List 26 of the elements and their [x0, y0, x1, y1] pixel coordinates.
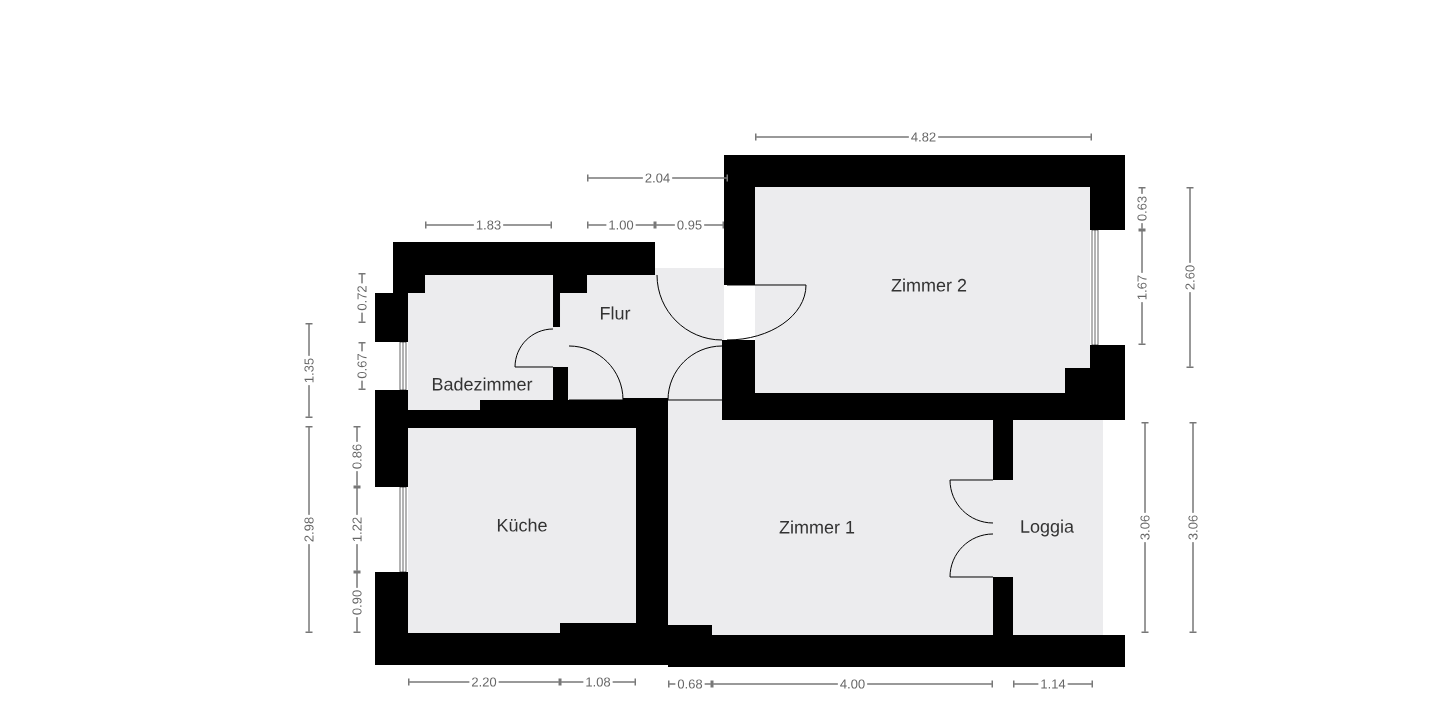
dimension-label: 0.63 [1135, 193, 1149, 224]
dimension-label: 2.20 [469, 675, 499, 689]
dimension-label: 1.00 [606, 218, 636, 232]
dimension-label: 1.08 [583, 675, 613, 689]
dimension-label: 0.95 [674, 218, 705, 232]
dimension-label: 4.82 [908, 130, 939, 144]
room: Zimmer 1 [668, 400, 993, 635]
dimension-label: 0.90 [350, 587, 364, 618]
dimension-label: 1.35 [302, 355, 316, 386]
dimension-label: 3.06 [1138, 512, 1152, 543]
room: Küche [408, 428, 636, 633]
dimension-label: 4.00 [837, 677, 868, 691]
dimension-label: 2.98 [302, 514, 316, 545]
dimension-label: 2.60 [1183, 262, 1197, 293]
dimension-label: 1.67 [1135, 272, 1149, 303]
dimension-label: 0.68 [675, 677, 705, 691]
dimension-label: 0.72 [355, 283, 369, 313]
dimension-label: 1.22 [350, 514, 364, 545]
dimension-label: 0.67 [355, 351, 369, 381]
dimension-label: 2.04 [642, 171, 673, 185]
dimension-label: 1.83 [473, 218, 504, 232]
room: Zimmer 2 [755, 187, 1090, 393]
room: Badezimmer [408, 275, 553, 410]
dimension-label: 0.86 [350, 441, 364, 472]
dimension-label: 3.06 [1186, 512, 1200, 543]
dimension-label: 1.14 [1038, 677, 1068, 691]
